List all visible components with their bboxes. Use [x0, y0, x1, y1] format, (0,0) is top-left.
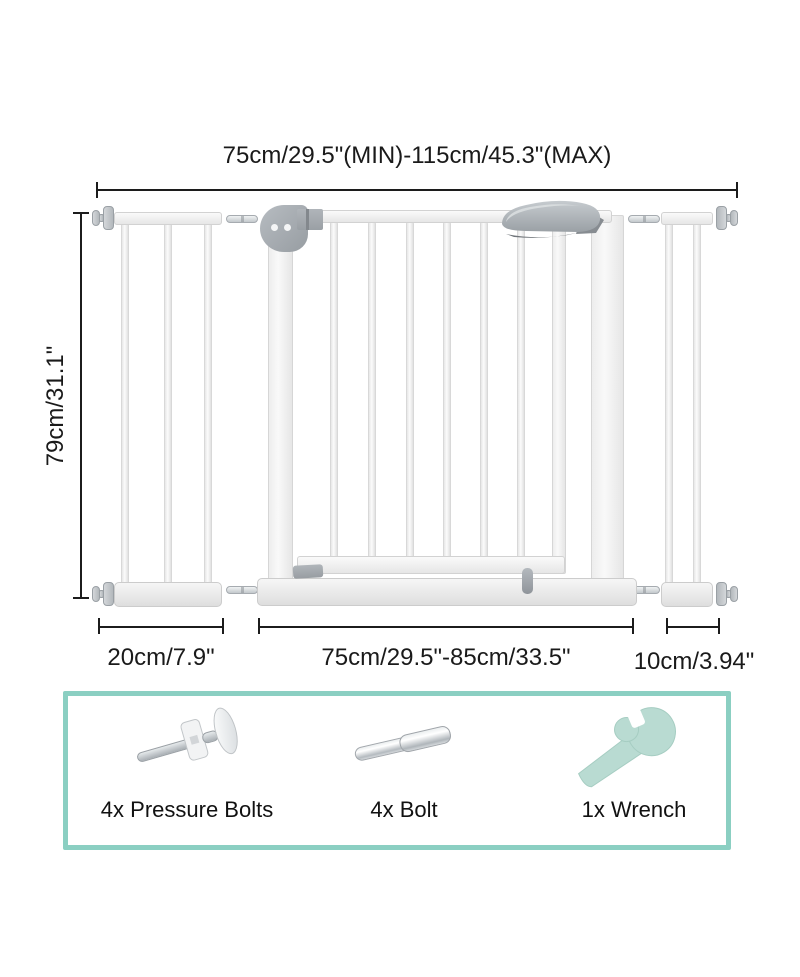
gate-bar: [164, 220, 172, 586]
gate-bar: [665, 220, 673, 586]
right-extension-bottom-rail: [661, 582, 713, 607]
left-extension-dimension-line: [99, 626, 223, 628]
connector-bolt-icon: [226, 586, 258, 594]
gate-bar: [368, 221, 376, 559]
gate-bar: [693, 220, 701, 586]
accessory-pressure-bolts: 4x Pressure Bolts: [68, 696, 306, 845]
gate-bar: [517, 221, 525, 559]
height-dimension-label: 79cm/31.1": [42, 345, 69, 467]
door-dimension-line: [259, 626, 633, 628]
gate-bar: [443, 221, 451, 559]
dimension-tick: [222, 618, 224, 634]
gate-bar: [406, 221, 414, 559]
dimension-tick: [718, 618, 720, 634]
accessory-label: 1x Wrench: [581, 797, 687, 822]
left-extension-bottom-rail: [114, 582, 222, 607]
right-extension-top-rail: [661, 212, 713, 225]
gate-bar: [480, 221, 488, 559]
left-extension-dimension-label: 20cm/7.9": [107, 644, 215, 671]
dimension-tick: [632, 618, 634, 634]
latch-pin-icon: [522, 568, 533, 594]
gate-bar: [121, 220, 129, 586]
pressure-bolt-knob-icon: [710, 205, 738, 231]
connector-bolt-icon: [226, 215, 258, 223]
accessory-bolts: 4x Bolt: [285, 696, 523, 845]
pressure-bolt-knob-icon: [92, 581, 120, 607]
hinge-slot: [306, 209, 309, 230]
gate-handle-icon: [502, 200, 604, 238]
dimension-tick: [73, 212, 89, 214]
hinge-screw: [284, 224, 291, 231]
gate-bar: [204, 220, 212, 586]
gate-bar: [330, 221, 338, 559]
latch-pedal-icon: [292, 564, 324, 579]
dimension-tick: [666, 618, 668, 634]
door-dimension-label: 75cm/29.5"-85cm/33.5": [321, 644, 571, 671]
total-width-dimension-label: 75cm/29.5"(MIN)-115cm/45.3"(MAX): [222, 142, 612, 169]
pressure-bolt-icon: [127, 700, 247, 786]
right-extension-dimension-label: 10cm/3.94": [633, 648, 755, 675]
total-width-dimension-line: [97, 189, 737, 191]
height-dimension-line: [80, 213, 82, 599]
bolt-icon: [351, 717, 456, 773]
hinge-arm-icon: [297, 209, 323, 230]
hinge-screw: [271, 224, 278, 231]
door-latch-stile: [552, 220, 566, 574]
accessories-box: 4x Pressure Bolts 4x Bolt 1x Wrench: [63, 691, 731, 850]
accessory-label: 4x Pressure Bolts: [100, 797, 274, 822]
left-extension-top-rail: [114, 212, 222, 225]
wrench-icon: [578, 698, 676, 788]
accessory-label: 4x Bolt: [370, 797, 438, 822]
gate-left-post: [268, 228, 293, 585]
connector-bolt-icon: [628, 215, 660, 223]
accessory-wrench: 1x Wrench: [515, 696, 753, 845]
dimension-tick: [258, 618, 260, 634]
dimension-tick: [98, 618, 100, 634]
gate-right-post: [591, 215, 624, 585]
dimension-tick: [73, 597, 89, 599]
pressure-bolt-knob-icon: [92, 205, 120, 231]
dimension-tick: [736, 182, 738, 198]
pressure-bolt-knob-icon: [710, 581, 738, 607]
gate-base-rail: [257, 578, 637, 606]
dimension-tick: [96, 182, 98, 198]
right-extension-dimension-line: [667, 626, 719, 628]
